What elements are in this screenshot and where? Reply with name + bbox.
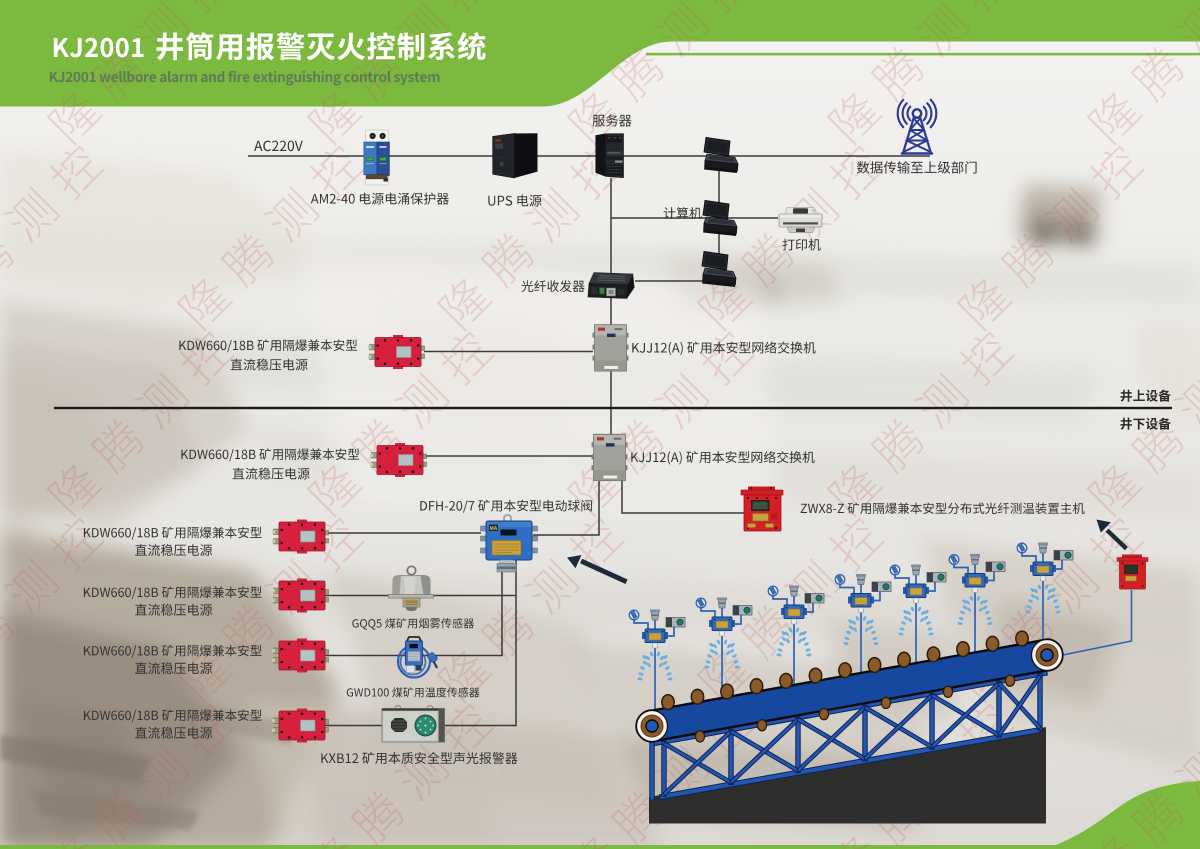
svg-text:MA: MA [490,526,498,532]
